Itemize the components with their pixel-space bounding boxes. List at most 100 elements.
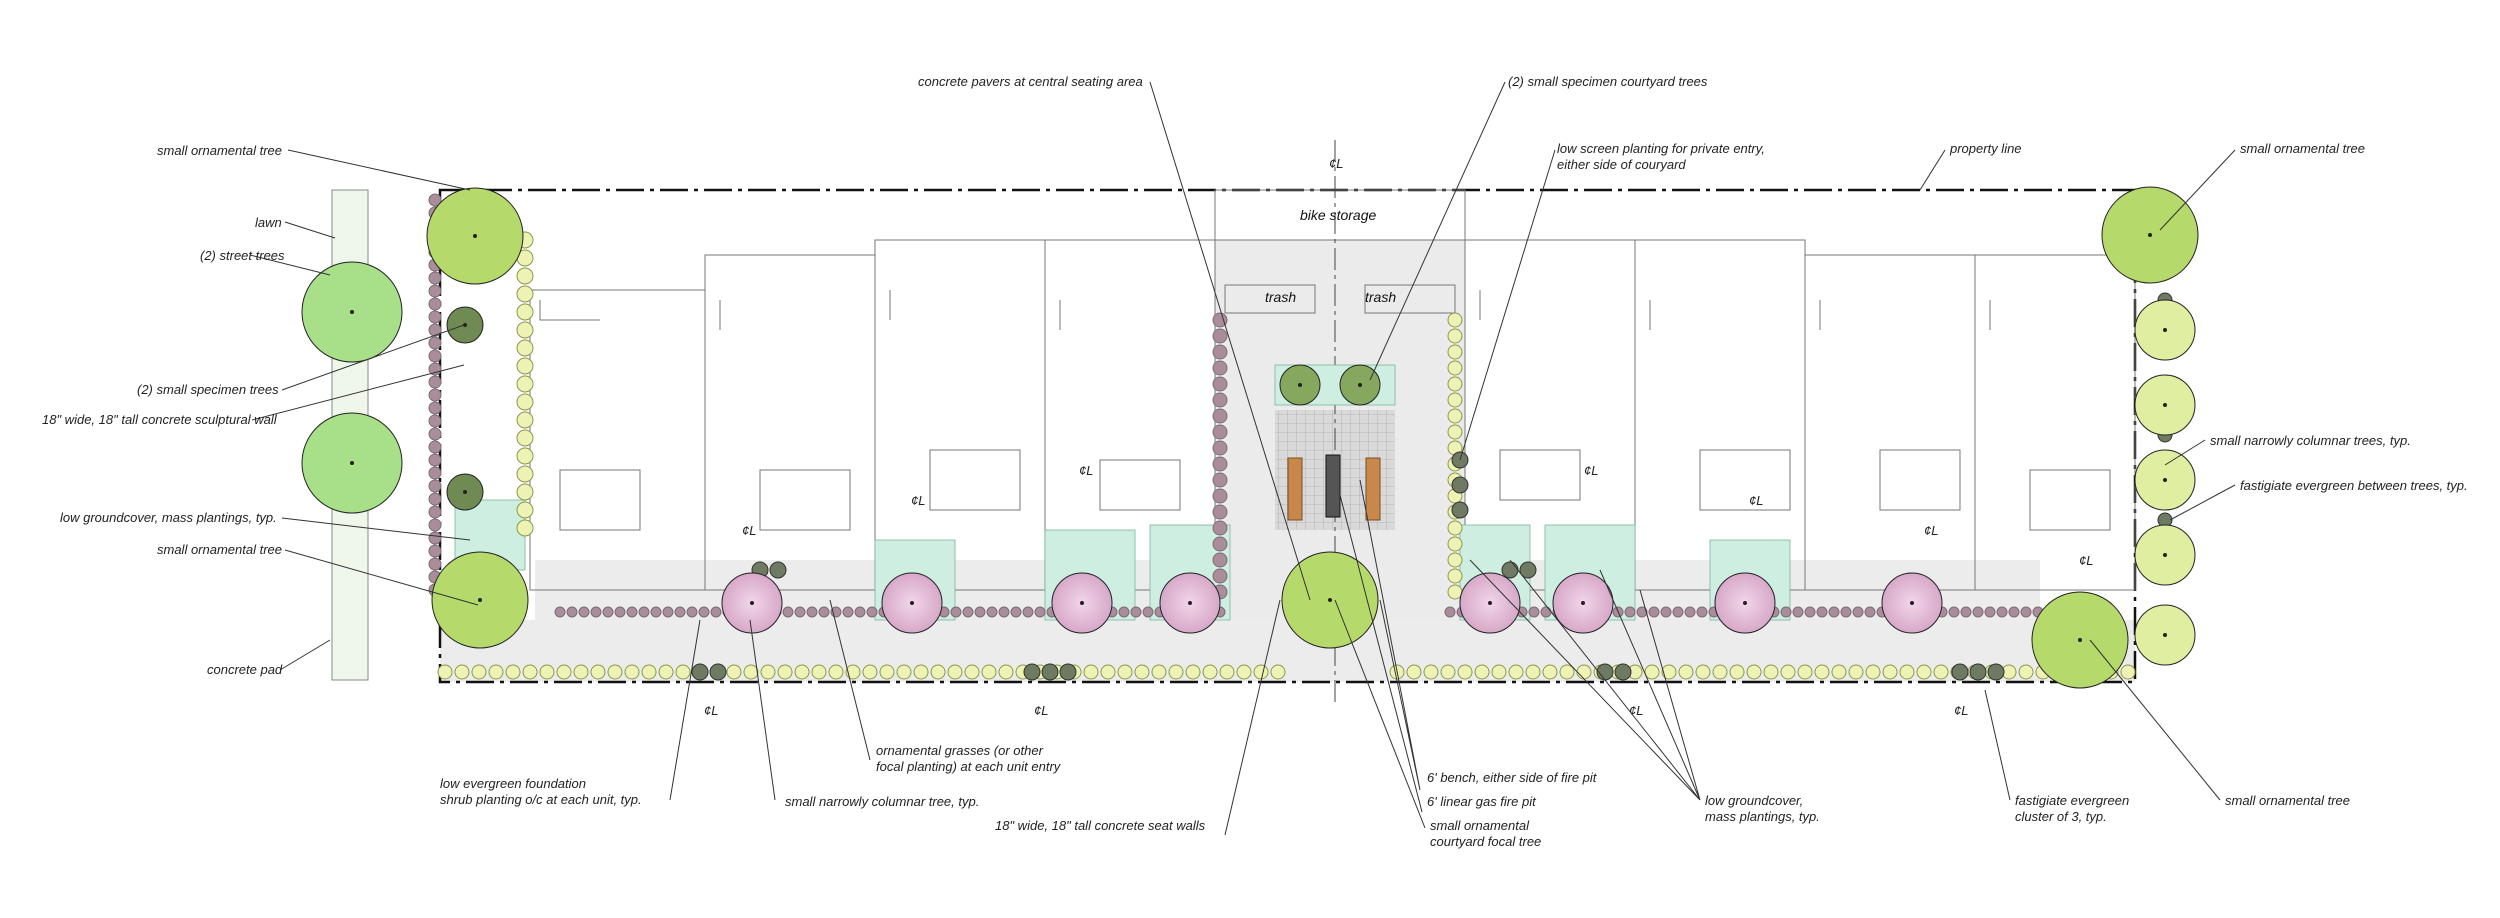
shrub — [1212, 472, 1228, 488]
fastigiate-evergreen — [1451, 476, 1469, 494]
shrub — [1648, 606, 1660, 618]
shrub — [662, 606, 674, 618]
shrub — [777, 664, 793, 680]
label-sculptural-wall: 18" wide, 18" tall concrete sculptural w… — [42, 412, 278, 427]
shrub — [1130, 606, 1142, 618]
fire-pit — [1325, 454, 1341, 518]
shrub — [573, 664, 589, 680]
shrub — [1034, 606, 1046, 618]
label-small-ornamental-tree-tl: small ornamental tree — [157, 143, 282, 158]
shrub — [1508, 664, 1524, 680]
shrub — [794, 606, 806, 618]
tree-trunk — [2163, 328, 2167, 332]
label-foundation-1: low evergreen foundation — [440, 776, 586, 791]
shrub — [1780, 664, 1796, 680]
fastigiate-evergreen — [1041, 663, 1059, 681]
shrub — [1660, 606, 1672, 618]
centerline-mark: ¢L — [742, 523, 756, 538]
tree-trunk — [2078, 638, 2082, 642]
label-low-groundcover-r1: low groundcover, — [1705, 793, 1803, 808]
tree-trunk — [1743, 601, 1747, 605]
fastigiate-evergreen — [1969, 663, 1987, 681]
shrub — [516, 429, 534, 447]
shrub — [428, 193, 442, 207]
centerline-mark: ¢L — [1749, 493, 1763, 508]
shrub — [1118, 606, 1130, 618]
shrub — [879, 664, 895, 680]
shrub — [811, 664, 827, 680]
building-outlines — [529, 189, 2136, 591]
label-focal-tree-2: courtyard focal tree — [1430, 834, 1541, 849]
shrub — [1022, 606, 1034, 618]
shrub — [539, 664, 555, 680]
shrub — [974, 606, 986, 618]
shrub — [516, 501, 534, 519]
shrub — [1780, 606, 1792, 618]
shrub — [428, 427, 442, 441]
shrub — [1672, 606, 1684, 618]
seating-area — [1287, 454, 1381, 521]
shrub — [1212, 440, 1228, 456]
shrub — [962, 606, 974, 618]
fastigiate-evergreen — [709, 663, 727, 681]
label-property-line: property line — [1949, 141, 2022, 156]
shrub — [1236, 664, 1252, 680]
shrub — [1212, 504, 1228, 520]
shrub — [1447, 520, 1463, 536]
shrub — [1852, 606, 1864, 618]
shrub — [686, 606, 698, 618]
tree-trunk — [2163, 633, 2167, 637]
label-columnar-trees-typ: small narrowly columnar trees, typ. — [2210, 433, 2411, 448]
shrub — [760, 664, 776, 680]
shrub — [964, 664, 980, 680]
shrub — [428, 466, 442, 480]
shrub — [516, 303, 534, 321]
shrub — [743, 664, 759, 680]
shrub — [1083, 664, 1099, 680]
shrub — [566, 606, 578, 618]
shrub — [1542, 664, 1558, 680]
shrub — [1457, 664, 1473, 680]
shrub — [674, 606, 686, 618]
shrub — [854, 606, 866, 618]
shrub — [1491, 664, 1507, 680]
fastigiate-evergreen — [1023, 663, 1041, 681]
fastigiate-evergreen — [1501, 561, 1519, 579]
shrub — [516, 321, 534, 339]
shrub — [1440, 664, 1456, 680]
label-grasses-1: ornamental grasses (or other — [876, 743, 1044, 758]
shrub — [1447, 344, 1463, 360]
shrub — [828, 664, 844, 680]
shrub — [1684, 606, 1696, 618]
shrub — [1540, 606, 1552, 618]
shrub — [516, 357, 534, 375]
label-small-ornamental-tree-tr: small ornamental tree — [2240, 141, 2365, 156]
shrub — [428, 557, 442, 571]
fastigiate-evergreen — [769, 561, 787, 579]
shrub — [428, 284, 442, 298]
shrub — [428, 453, 442, 467]
shrub — [726, 664, 742, 680]
shrub — [981, 664, 997, 680]
tree-trunk — [350, 461, 354, 465]
tree-trunk — [478, 598, 482, 602]
bench-right — [1365, 457, 1381, 521]
shrub — [1117, 664, 1133, 680]
tree-trunk — [1358, 383, 1362, 387]
shrub — [1816, 606, 1828, 618]
label-seat-walls: 18" wide, 18" tall concrete seat walls — [995, 818, 1206, 833]
shrub — [650, 606, 662, 618]
shrub — [1444, 606, 1456, 618]
shrub — [516, 483, 534, 501]
shrub — [1447, 536, 1463, 552]
shrub — [947, 664, 963, 680]
shrub — [1212, 328, 1228, 344]
shrub — [1447, 584, 1463, 600]
label-small-specimen-trees: (2) small specimen trees — [137, 382, 279, 397]
shrub — [428, 336, 442, 350]
shrub — [590, 606, 602, 618]
centerline-mark: ¢L — [1034, 703, 1048, 718]
label-focal-tree-1: small ornamental — [1430, 818, 1530, 833]
shrub — [794, 664, 810, 680]
shrub — [1576, 664, 1592, 680]
